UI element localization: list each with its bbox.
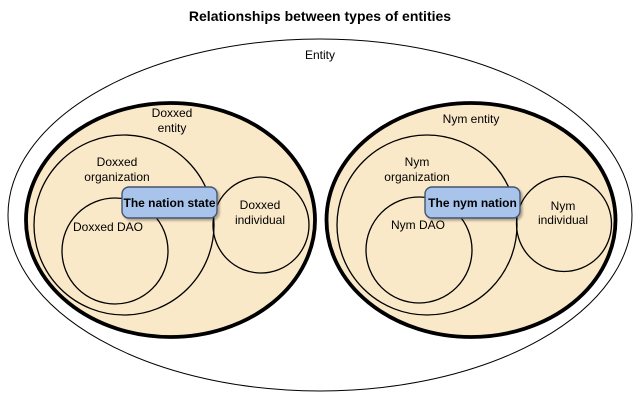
nym-nation-box	[424, 186, 521, 219]
nym-organization-label-line1: Nym	[405, 155, 430, 169]
nation-state-label: The nation state	[123, 196, 215, 210]
entity-label: Entity	[305, 48, 335, 62]
doxxed-dao-label: Doxxed DAO	[73, 220, 143, 234]
doxxed-dao-circle	[61, 197, 169, 305]
entity-ellipse	[7, 38, 633, 392]
doxxed-entity-group: Doxxed entity Doxxed organization Doxxed…	[24, 101, 317, 339]
doxxed-organization-label-line1: Doxxed	[97, 155, 138, 169]
doxxed-organization-label-line2: organization	[84, 170, 149, 184]
nym-dao-circle	[365, 196, 473, 304]
nym-dao-label: Nym DAO	[391, 218, 445, 232]
doxxed-entity-label-line2: entity	[158, 121, 187, 135]
nym-individual-label-line1: Nym	[551, 199, 576, 213]
nym-entity-ellipse	[324, 101, 618, 339]
nation-state-box	[121, 186, 218, 219]
nym-organization-label-line2: organization	[384, 170, 449, 184]
nym-individual-label-line2: individual	[538, 213, 588, 227]
doxxed-organization-circle	[33, 134, 215, 316]
diagram-title: Relationships between types of entities	[189, 8, 451, 24]
doxxed-individual-label-line2: individual	[235, 213, 285, 227]
doxxed-entity-label-line1: Doxxed	[152, 106, 193, 120]
nym-nation-label: The nym nation	[428, 196, 517, 210]
nym-entity-label: Nym entity	[443, 112, 500, 126]
nym-entity-group: Nym entity Nym organization Nym DAO Nym …	[324, 101, 618, 339]
doxxed-individual-circle	[212, 176, 310, 274]
doxxed-entity-ellipse	[24, 101, 317, 339]
nym-individual-circle	[515, 175, 613, 273]
doxxed-individual-label-line1: Doxxed	[240, 198, 281, 212]
